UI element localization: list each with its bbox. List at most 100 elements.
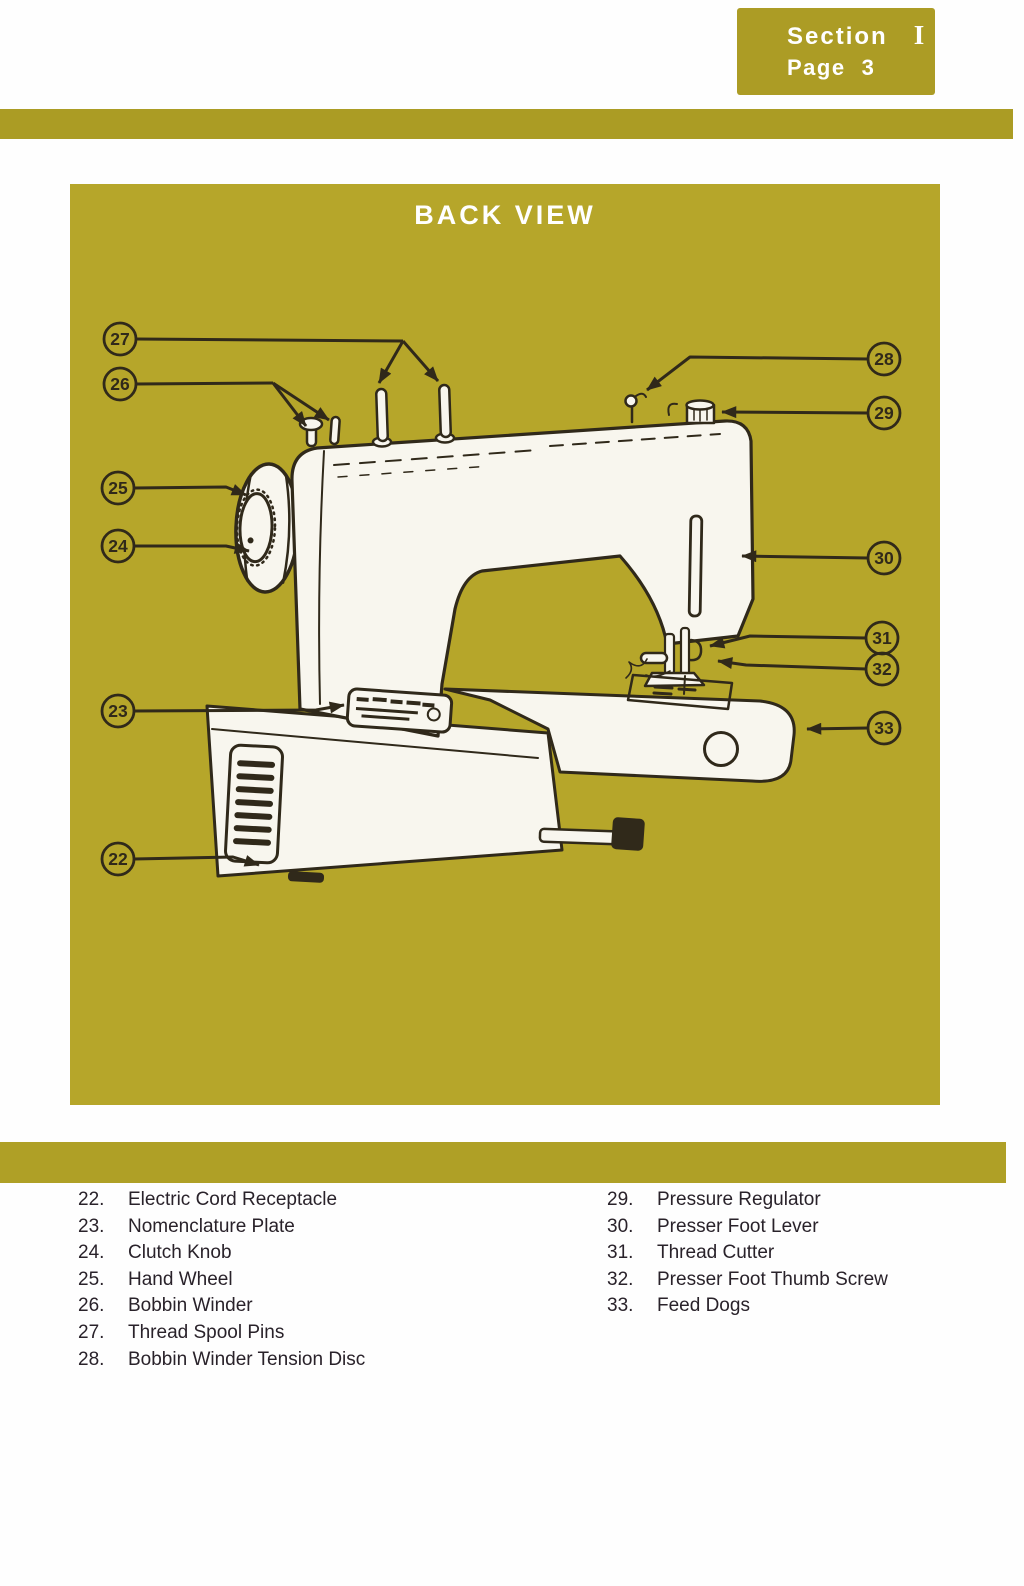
- leader-28: [646, 355, 869, 392]
- leader-33: [806, 722, 869, 735]
- part-item-32: 32. Presser Foot Thumb Screw: [607, 1267, 1007, 1294]
- part-item-29: 29.Pressure Regulator: [607, 1187, 1007, 1214]
- part-number: 32.: [607, 1268, 634, 1290]
- part-number: 24.: [78, 1242, 105, 1264]
- callout-28: 28: [866, 341, 902, 377]
- svg-text:30: 30: [874, 548, 894, 568]
- section-line: Section I: [787, 21, 935, 51]
- callout-32: 32: [864, 651, 900, 687]
- thread-cutter: [688, 638, 703, 662]
- part-name: Hand Wheel: [128, 1268, 233, 1290]
- parts-list-right: 29.Pressure Regulator 30. Presser Foot Le…: [607, 1187, 1007, 1320]
- part-number: 26.: [78, 1295, 105, 1317]
- presser-foot-lever: [687, 514, 704, 618]
- leader-23: [133, 701, 345, 714]
- part-name: Bobbin Winder Tension Disc: [128, 1348, 366, 1370]
- leader-27: [135, 337, 404, 343]
- thread-guide: [667, 402, 678, 416]
- leader-31: [709, 634, 867, 649]
- svg-text:32: 32: [872, 659, 892, 679]
- part-name: Feed Dogs: [657, 1295, 750, 1317]
- page-value: 3: [861, 55, 876, 80]
- leader-24: [134, 542, 250, 554]
- presser-foot-thumb-screw: [639, 651, 669, 665]
- part-number: 33.: [607, 1295, 634, 1317]
- diagram-title: BACK VIEW: [414, 200, 596, 230]
- nomenclature-plate: [345, 687, 454, 734]
- part-number: 28.: [78, 1348, 105, 1370]
- thread-spool-pins: [371, 383, 456, 448]
- leader-27-b: [401, 340, 440, 382]
- leader-25: [133, 484, 247, 497]
- leader-32: [717, 657, 867, 671]
- section-label: Section: [787, 23, 888, 50]
- callout-30: 30: [866, 540, 902, 576]
- part-name: Nomenclature Plate: [128, 1215, 295, 1237]
- part-number: 22.: [78, 1189, 105, 1210]
- needle-bar: [679, 626, 691, 678]
- part-item-26: 26. Bobbin Winder: [78, 1293, 538, 1320]
- leader-lines: [133, 337, 869, 867]
- part-item-27: 27.Thread Spool Pins: [78, 1320, 538, 1347]
- callout-26: 26: [102, 366, 138, 402]
- connector-rod-end: [611, 817, 645, 851]
- back-view-diagram: 22 23 24 25 26: [100, 321, 902, 883]
- callout-23: 23: [100, 693, 136, 729]
- svg-text:33: 33: [874, 718, 894, 738]
- svg-text:25: 25: [108, 478, 128, 498]
- page-label: Page: [787, 55, 846, 80]
- section-value: I: [913, 20, 927, 50]
- section-page-badge: Section I Page 3: [737, 8, 935, 95]
- svg-text:28: 28: [874, 349, 894, 369]
- part-item-23: 23. Nomenclature Plate: [78, 1214, 538, 1241]
- part-name: Bobbin Winder: [128, 1295, 253, 1317]
- part-number: 25.: [78, 1268, 105, 1290]
- callout-27: 27: [102, 321, 138, 357]
- callout-22: 22: [100, 841, 136, 877]
- leader-27-a: [377, 340, 405, 384]
- page-line: Page 3: [787, 55, 935, 81]
- part-name: Thread Cutter: [657, 1242, 775, 1264]
- part-item-28: 28. Bobbin Winder Tension Disc: [78, 1347, 538, 1374]
- leader-26-b: [272, 381, 330, 422]
- part-name: Electric Cord Receptacle: [128, 1189, 338, 1210]
- bobbin-winder: [298, 415, 341, 448]
- bottom-divider-bar: [0, 1142, 1006, 1183]
- part-number: 30.: [607, 1215, 634, 1237]
- svg-text:24: 24: [108, 536, 128, 556]
- feed-dogs: [652, 685, 697, 696]
- callout-29: 29: [866, 395, 902, 431]
- hand-wheel: [234, 462, 300, 594]
- bobbin-winder-tension-disc: [624, 392, 647, 424]
- sewing-machine-drawing: [205, 383, 796, 883]
- clutch-knob: [238, 492, 274, 564]
- needle-plate: [626, 673, 734, 711]
- part-number: 23.: [78, 1215, 105, 1237]
- svg-text:27: 27: [110, 329, 129, 349]
- svg-text:22: 22: [108, 849, 128, 869]
- arm-shading: [333, 449, 539, 466]
- end-cap-seam: [318, 450, 325, 705]
- connector-rod: [538, 827, 618, 846]
- leader-22: [133, 855, 260, 867]
- callout-31: 31: [864, 620, 900, 656]
- thread-squiggle: [625, 658, 648, 679]
- cord-receptacle-vent: [224, 743, 284, 865]
- leader-30: [741, 550, 869, 563]
- leader-26: [135, 381, 274, 386]
- callout-33: 33: [866, 710, 902, 746]
- pressure-regulator: [685, 399, 716, 425]
- arm-shading: [549, 433, 721, 447]
- diagram-panel: BACK VIEW: [70, 184, 940, 1105]
- part-name: Presser Foot Lever: [657, 1215, 819, 1237]
- svg-text:23: 23: [108, 701, 128, 721]
- svg-text:29: 29: [874, 403, 894, 423]
- top-divider-bar: [0, 109, 1013, 139]
- machine-foot: [287, 871, 325, 883]
- part-item-33: 33. Feed Dogs: [607, 1293, 1007, 1320]
- part-name: Thread Spool Pins: [128, 1321, 285, 1343]
- part-name: Presser Foot Thumb Screw: [657, 1268, 888, 1290]
- arm-shading: [337, 465, 491, 478]
- svg-text:26: 26: [110, 374, 130, 394]
